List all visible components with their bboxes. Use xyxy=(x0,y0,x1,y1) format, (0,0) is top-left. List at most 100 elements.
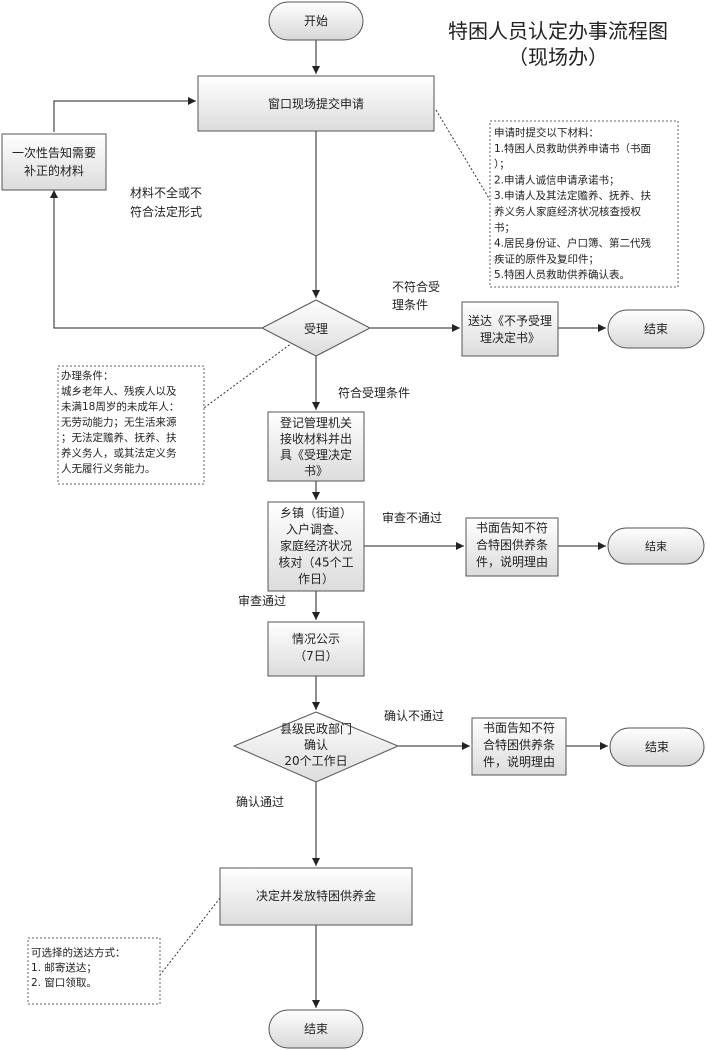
diagram-title-line-1: 特困人员认定办事流程图 xyxy=(448,19,668,43)
county-confirm-label-line-2: 确认 xyxy=(304,738,328,752)
conditions-note-text-line-5: ；无法定赡养、抚养、扶 xyxy=(61,431,177,444)
publicity-label-line-1: 情况公示 xyxy=(292,632,340,646)
delivery-note-text-line-3: 2. 窗口领取。 xyxy=(31,976,97,989)
label-meet-line-1: 符合受理条件 xyxy=(338,385,410,400)
notify-fail-label-2-line-1: 书面告知不符 xyxy=(483,720,555,735)
survey-label: 乡镇（街道）入户调查、家庭经济状况核对（45个工作日） xyxy=(278,506,353,586)
conditions-note-text: 办理条件： 城乡老年人、残疾人以及未满18周岁的未成年人： 无劳动能力；无生活来源 ；… xyxy=(61,369,179,475)
notify-label: 一次性告知需要补正的材料 xyxy=(12,146,96,178)
delivery-note-text-line-2: 1. 邮寄送达； xyxy=(31,961,97,974)
notify-fail-label-2-line-2: 合特困供养条 xyxy=(483,737,555,752)
end-label-3-line-1: 结束 xyxy=(645,740,669,754)
end-label-3: 结束 xyxy=(645,740,669,754)
survey-label-line-5: 作日） xyxy=(298,572,334,586)
county-confirm-label-line-1: 县级民政部门 xyxy=(280,721,352,736)
conditions-note-text-line-6: 养义务人，或其法定义务 xyxy=(61,447,177,460)
notify-fail-label-1-line-1: 书面告知不符 xyxy=(476,520,548,535)
label-review-pass: 审查通过 xyxy=(238,593,286,608)
notify-fail-label-2: 书面告知不符合特困供养条件，说明理由 xyxy=(483,720,555,769)
label-confirm-fail: 确认不通过 xyxy=(384,709,444,723)
reject-notice-label: 送达《不予受理理决定书》 xyxy=(468,313,552,345)
reject-notice-label-line-1: 送达《不予受理 xyxy=(468,313,552,328)
survey-label-line-3: 家庭经济状况 xyxy=(280,538,352,553)
conditions-note-text-line-3: 未满18周岁的未成年人： xyxy=(61,400,179,413)
label-confirm-pass: 确认通过 xyxy=(236,795,284,809)
notify-fail-box-2 xyxy=(471,717,567,776)
edge-accept-notify xyxy=(50,190,262,329)
delivery-note xyxy=(27,937,161,1005)
end-label-1-line-1: 结束 xyxy=(644,322,668,336)
label-incomplete-line-2: 符合法定形式 xyxy=(130,204,202,219)
label-incomplete-line-1: 材料不全或不 xyxy=(130,185,202,200)
apply-box xyxy=(197,75,435,132)
materials-note-text-line-3: ）； xyxy=(494,159,510,171)
reject-notice-box xyxy=(461,301,559,357)
survey-label-line-4: 核对（45个工 xyxy=(278,556,353,570)
materials-note-text-line-2: 1.特困人员救助供养申请书（书面 xyxy=(494,142,651,155)
accept-label: 受理 xyxy=(304,322,328,336)
end-terminator-4 xyxy=(268,1009,364,1049)
decide-label: 决定并发放特困供养金 xyxy=(256,888,376,903)
conditions-note-text-line-1: 办理条件： xyxy=(61,369,114,382)
label-incomplete: 材料不全或不符合法定形式 xyxy=(130,185,202,219)
materials-note-text-line-9: 疾证的原件及复印件； xyxy=(494,252,599,265)
start-label: 开始 xyxy=(304,14,328,28)
notify-label-line-2: 补正的材料 xyxy=(24,163,84,178)
publicity-label: 情况公示 （7日） xyxy=(292,632,340,663)
register-box xyxy=(267,411,365,482)
register-label-line-3: 具《受理决定 xyxy=(280,447,352,462)
end-label-4-line-1: 结束 xyxy=(304,1022,328,1036)
conditions-note xyxy=(57,365,205,485)
register-label-line-4: 书》 xyxy=(304,464,328,478)
accept-diamond xyxy=(260,299,372,357)
label-not-meet-line-2: 理条件 xyxy=(392,298,428,312)
delivery-note-text: 可选择的送达方式：1. 邮寄送达；2. 窗口领取。 xyxy=(31,946,126,989)
diagram-title: 特困人员认定办事流程图（现场办） xyxy=(448,19,668,69)
accept-label-line-1: 受理 xyxy=(304,322,328,336)
connector-delivery-note xyxy=(159,897,221,976)
label-review-fail-line-1: 审查不通过 xyxy=(382,510,442,525)
start-terminator xyxy=(268,1,364,41)
notify-fail-label-1-line-3: 件，说明理由 xyxy=(476,554,548,569)
label-review-pass-line-1: 审查通过 xyxy=(238,593,286,608)
conditions-note-text-line-7: 人无履行义务能力。 xyxy=(61,462,156,475)
county-confirm-label-line-3: 20个工作日 xyxy=(284,754,347,768)
publicity-label-line-2: （7日） xyxy=(294,649,338,663)
survey-box xyxy=(267,501,365,592)
register-label-line-2: 接收材料并出 xyxy=(280,431,352,446)
end-label-2: 结束 xyxy=(645,540,667,553)
diagram-title-line-2: （现场办） xyxy=(508,45,608,69)
label-not-meet: 不符合受理条件 xyxy=(392,279,440,312)
materials-note-text-line-7: 书； xyxy=(494,222,515,234)
notify-fail-label-1: 书面告知不符合特困供养条件，说明理由 xyxy=(476,520,548,569)
notify-box xyxy=(1,133,107,191)
end-label-1: 结束 xyxy=(644,322,668,336)
county-confirm-diamond xyxy=(232,711,400,783)
label-confirm-fail-line-1: 确认不通过 xyxy=(384,709,444,723)
materials-note-text-line-8: 4.居民身份证、户口簿、第二代残 xyxy=(494,237,652,250)
edge-notify-apply xyxy=(53,97,196,132)
conditions-note-text-line-2: 城乡老年人、残疾人以及 xyxy=(61,385,177,398)
materials-note-text-line-10: 5.特困人员救助供养确认表。 xyxy=(494,268,630,281)
decide-label-line-1: 决定并发放特困供养金 xyxy=(256,888,376,903)
conditions-note-text-line-4: 无劳动能力；无生活来源 xyxy=(61,416,177,429)
end-terminator-3 xyxy=(609,727,705,767)
notify-fail-label-2-line-3: 件，说明理由 xyxy=(483,754,555,769)
reject-notice-label-line-2: 理决定书》 xyxy=(480,330,540,345)
materials-note-text: 申请时提交以下材料：1.特困人员救助供养申请书（书面）；2.申请人诚信申请承诺书… xyxy=(494,126,652,281)
label-review-fail: 审查不通过 xyxy=(382,510,442,525)
county-confirm-label: 县级民政部门确认 20个工作日 xyxy=(280,721,352,768)
notify-fail-label-1-line-2: 合特困供养条 xyxy=(476,537,548,552)
label-confirm-pass-line-1: 确认通过 xyxy=(236,795,284,809)
decide-box xyxy=(219,867,413,926)
apply-label-line-1: 窗口现场提交申请 xyxy=(268,96,364,111)
start-label-line-1: 开始 xyxy=(304,14,328,28)
materials-note-text-line-4: 2.申请人诚信申请承诺书； xyxy=(494,173,620,186)
label-meet: 符合受理条件 xyxy=(338,385,410,400)
register-label: 登记管理机关接收材料并出具《受理决定书》 xyxy=(280,415,352,478)
end-terminator-1 xyxy=(607,309,705,349)
notify-label-line-1: 一次性告知需要 xyxy=(12,146,96,160)
connector-conditions-note xyxy=(203,339,297,409)
materials-note-text-line-5: 3.申请人及其法定赡养、抚养、扶 xyxy=(494,189,652,202)
